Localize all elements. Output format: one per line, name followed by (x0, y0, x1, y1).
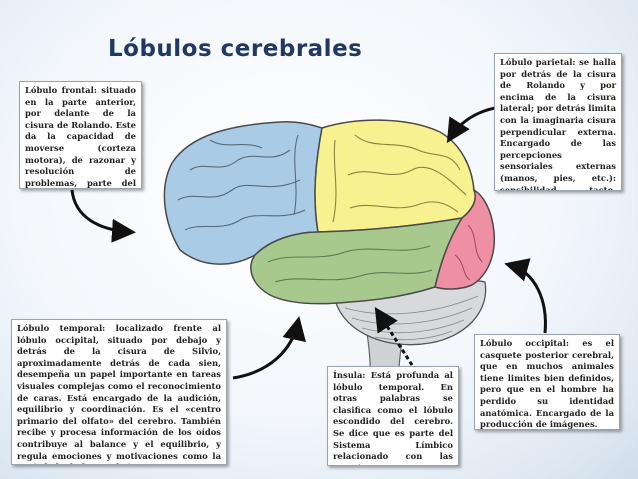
temporal-gyri (267, 245, 433, 283)
occipital-lobe-description: Lóbulo occipital: es el casquete posteri… (474, 334, 620, 430)
arrow-parietal (446, 106, 496, 144)
insula-description: Ínsula: Está profunda al lóbulo temporal… (327, 366, 459, 466)
occipital-gyri (454, 224, 483, 281)
cerebellum-folds (344, 295, 479, 341)
parietal-gyri (332, 134, 467, 223)
arrow-insula (374, 306, 414, 366)
arrow-occipital (504, 258, 547, 334)
temporal-lobe-description: Lóbulo temporal: localizado frente al ló… (11, 319, 227, 465)
frontal-gyri (177, 134, 306, 231)
parietal-lobe-description: Lóbulo parietal: se halla por detrás de … (494, 53, 622, 191)
temporal-lobe (250, 216, 464, 305)
frontal-lobe-description: Lóbulo frontal: situado en la parte ante… (19, 81, 142, 189)
page-title: Lóbulos cerebrales (108, 36, 363, 62)
arrow-frontal (70, 189, 136, 243)
arrow-temporal (232, 316, 306, 380)
pointer-arrows (70, 106, 547, 380)
